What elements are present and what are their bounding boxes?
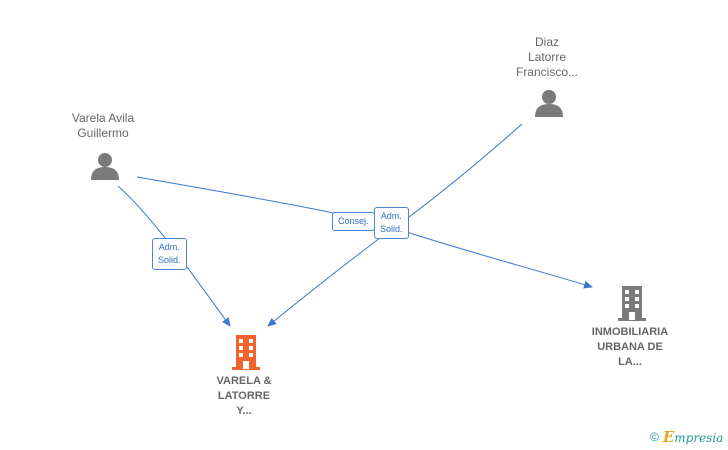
name-line: URBANA DE (597, 341, 663, 353)
edge-label-line: Solid. (380, 224, 403, 234)
edge-label-line: Solid. (158, 255, 181, 265)
edge-label-line: Consej. (338, 216, 369, 226)
name-line: Francisco... (515, 65, 578, 79)
edge-label-adm-solid[interactable]: Adm. Solid. (152, 238, 187, 270)
copyright-symbol: © (650, 430, 659, 444)
brand-rest: mpresia (674, 431, 724, 445)
person-icon[interactable] (534, 88, 564, 118)
edge-label-adm-solid[interactable]: Adm. Solid. (374, 207, 409, 239)
name-line: Y... (236, 405, 252, 417)
person-icon[interactable] (90, 151, 120, 181)
building-icon[interactable] (230, 334, 262, 370)
name-line: LA... (618, 356, 642, 368)
edge-varela-to-inmobiliaria (136, 176, 593, 289)
edge-label-line: Adm. (158, 242, 180, 252)
name-line: Guillermo (77, 126, 129, 140)
edge-label-consej[interactable]: Consej. (332, 212, 375, 231)
name-line: VARELA & (216, 375, 272, 387)
name-line: LATORRE (217, 390, 271, 402)
company-label-varela-latorre[interactable]: VARELA & LATORRE Y... (184, 374, 304, 419)
building-icon[interactable] (616, 285, 648, 321)
person-label-varela-avila[interactable]: Varela Avila Guillermo (43, 111, 163, 141)
brand-logo[interactable]: Empresia (663, 428, 724, 446)
name-line: Varela Avila (71, 111, 135, 125)
edge-label-line: Adm. (380, 211, 402, 221)
name-line: Diaz (534, 35, 559, 49)
footer-brand: © Empresia (650, 428, 723, 446)
name-line: Latorre (527, 50, 567, 64)
name-line: INMOBILIARIA (591, 326, 669, 338)
company-label-inmobiliaria[interactable]: INMOBILIARIA URBANA DE LA... (570, 325, 690, 370)
person-label-diaz-latorre[interactable]: Diaz Latorre Francisco... (487, 35, 607, 80)
brand-initial: E (662, 428, 675, 446)
